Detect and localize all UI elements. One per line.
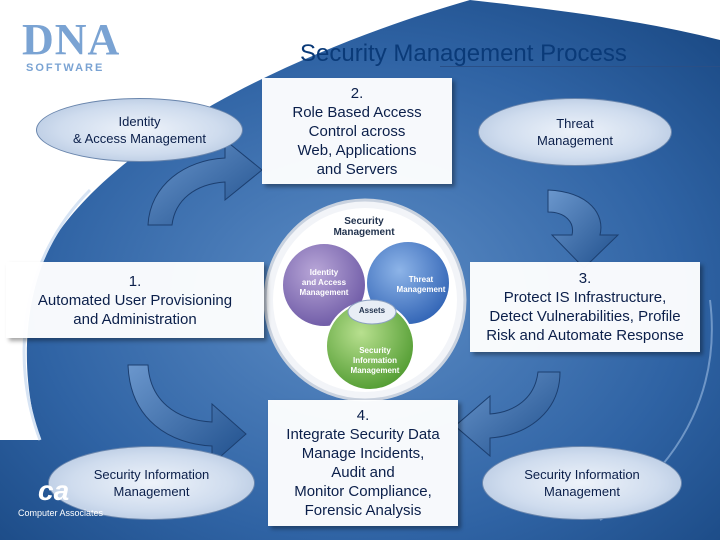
oval-threat-management: Threat Management (478, 98, 672, 166)
computer-associates-logo: ca Computer Associates (18, 476, 128, 526)
oval-threat-label: Threat Management (537, 116, 613, 148)
oval-sim-right-label: Security Information Management (524, 467, 640, 499)
ca-logo-name: Computer Associates (18, 508, 104, 518)
ca-logo-mark: ca (38, 475, 70, 506)
step-2-text: 2. Role Based Access Control across Web,… (292, 84, 422, 178)
step-2-box: 2. Role Based Access Control across Web,… (262, 78, 452, 184)
step-1-text: 1. Automated User Provisioning and Admin… (37, 272, 233, 328)
step-3-text: 3. Protect IS Infrastructure, Detect Vul… (486, 270, 684, 344)
step-3-box: 3. Protect IS Infrastructure, Detect Vul… (470, 262, 700, 352)
center-graphic (263, 198, 467, 402)
step-4-box: 4. Integrate Security Data Manage Incide… (268, 400, 458, 526)
center-assets-label: Assets (358, 306, 386, 315)
logo-sub-text: SOFTWARE (26, 62, 105, 74)
oval-sim-right: Security Information Management (482, 446, 682, 520)
step-1-box: 1. Automated User Provisioning and Admin… (6, 262, 264, 338)
dna-software-logo: DNA SOFTWARE (22, 18, 132, 78)
oval-sim-left: Security Information Management (48, 446, 255, 520)
oval-sim-left-label: Security Information Management (93, 467, 210, 499)
oval-identity-access-label: Identity & Access Management (73, 114, 206, 146)
center-threat-label: Threat Management (396, 275, 446, 294)
center-sim-label: Security Information Management (350, 346, 400, 375)
title-underline (440, 66, 720, 67)
center-identity-label: Identity and Access Management (299, 268, 349, 297)
oval-identity-access: Identity & Access Management (36, 98, 243, 162)
arrow-roles-to-threat (547, 189, 620, 269)
step-4-text: 4. Integrate Security Data Manage Incide… (286, 407, 440, 519)
page-title: Security Management Process (300, 40, 627, 67)
arrow-threat-to-integrate (454, 371, 561, 458)
center-heading: Security Management (333, 216, 395, 238)
logo-main-text: DNA (22, 15, 121, 64)
